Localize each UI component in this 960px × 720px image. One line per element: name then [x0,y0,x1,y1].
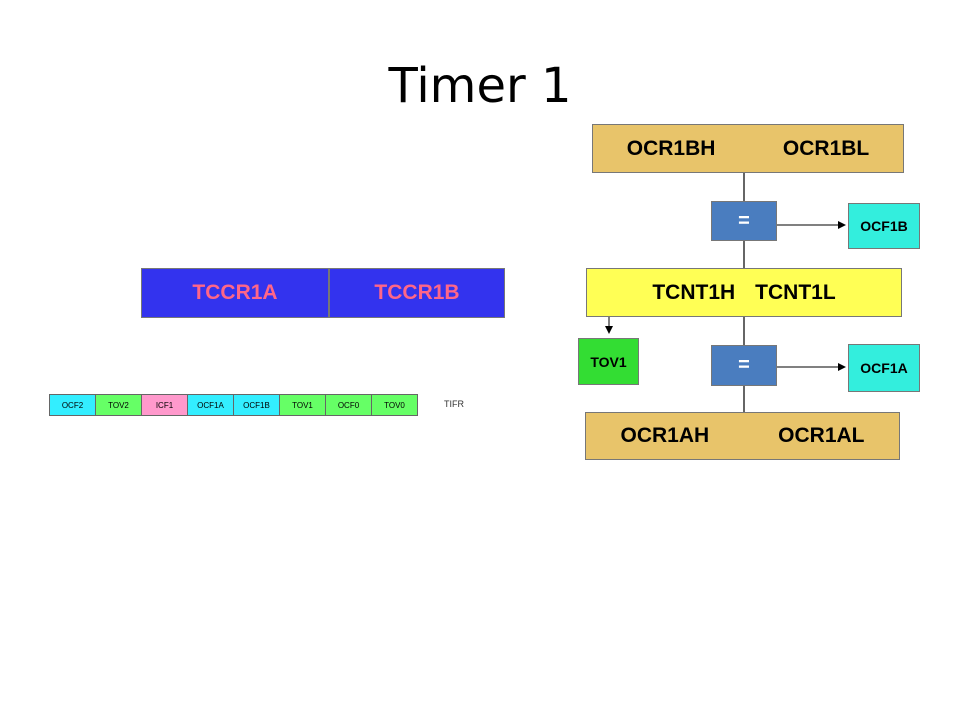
slide-title: Timer 1 [388,58,572,114]
tifr-bit-tov0: TOV0 [371,394,418,416]
tccr1a-register: TCCR1A [141,268,329,318]
ocr1bh-label: OCR1BH [626,136,716,160]
tov1-flag: TOV1 [578,338,639,385]
tifr-bit-ocf2: OCF2 [49,394,96,416]
tifr-label: TIFR [444,399,464,409]
comparator-a: = [711,345,777,386]
tcnt1-register: TCNT1H TCNT1L [586,268,902,317]
ocr1al-label: OCR1AL [778,424,865,447]
arrow-to-tov1 [605,315,743,334]
tifr-bit-icf1: ICF1 [141,394,188,416]
tcnt1h-label: TCNT1H [652,280,736,304]
tcnt1l-label: TCNT1L [755,280,836,304]
ocr1bl-label: OCR1BL [782,136,870,160]
ocf1a-flag: OCF1A [848,344,920,392]
comparator-b: = [711,201,777,241]
tifr-bit-ocf1a: OCF1A [187,394,234,416]
tccr1b-register: TCCR1B [329,268,505,318]
tifr-bit-ocf1b: OCF1B [233,394,280,416]
ocr1ah-label: OCR1AH [620,424,710,447]
tifr-bit-tov1: TOV1 [279,394,326,416]
ocr1b-register: OCR1BH OCR1BL [592,124,904,173]
ocf1b-flag: OCF1B [848,203,920,249]
tifr-bit-tov2: TOV2 [95,394,142,416]
tifr-bit-ocf0: OCF0 [325,394,372,416]
ocr1a-register: OCR1AH OCR1AL [585,412,900,460]
